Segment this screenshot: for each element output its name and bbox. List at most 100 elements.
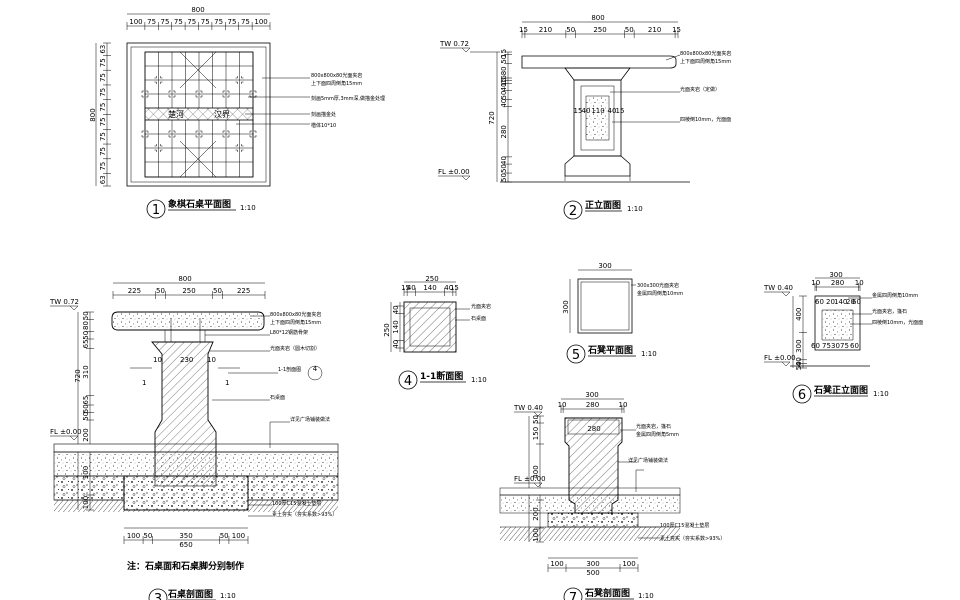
drawing-title: 象棋石桌平面图 [168,198,231,210]
dim-label: 80 [82,321,90,330]
dim-label: 75 [99,88,107,97]
dim-label: 75 [241,18,250,26]
dim-label: 75 [201,18,210,26]
position-mark [249,90,257,98]
note-edge-chamfer: 四棱倒10mm，光面面 [680,116,731,123]
note-chamfer: 上下面四周倒角15mm [680,58,731,65]
dim-label: 300 [586,560,599,568]
dim-label: 200 [82,428,90,441]
drawing-number: 2 [569,204,577,219]
dim-left-total: 300 [562,300,570,313]
dim-label: 400 [795,308,803,321]
dim-label: 50 [625,26,634,34]
dim-label: 75 [99,117,107,126]
dim-height-total: 720 [488,111,496,124]
note-stone: 光面夹岩，篷石 [636,423,671,430]
dim-bottom-total: 500 [586,569,599,577]
dim-label: 15 [401,284,410,292]
inner-bottom-dims: 60 [811,342,820,350]
svg-text:20: 20 [826,298,835,306]
dim-label: 50 [82,412,90,421]
position-mark [154,144,163,152]
inner-dim-label: 40 [608,107,617,115]
dim-label: 15 [519,26,528,34]
position-mark [141,90,149,98]
dim-label: 50 [566,26,575,34]
dim-label: 100 [129,18,142,26]
drawing-number: 4 [404,374,412,389]
note-soil: 素土夯实（夯实系数>93%） [272,511,337,518]
position-mark [141,130,149,138]
dim-left-total: 800 [89,108,97,121]
dim-label: 225 [128,287,141,295]
dim-top-total: 800 [191,6,204,14]
inner-dim-label: 15 [574,107,583,115]
dim-label: 100 [622,560,635,568]
note-steel: L80*12钢筋骨架 [270,329,308,336]
dim-label: 210 [648,26,661,34]
inner-dim-label: 15 [616,107,625,115]
note-edge: 四棱倒10mm，光面面 [872,319,923,326]
column-base [564,155,631,177]
dim-label: 200 [532,507,540,520]
note-chamfer: 金属四周倒角10mm [637,290,683,297]
level-floor: FL ±0.00 [438,168,470,176]
column-cap [564,67,631,81]
section-ref-circle [307,365,323,381]
stool-top-outer [577,278,633,334]
river-text-right: 汉界 [214,110,230,119]
drawing-scale: 1:10 [641,350,657,358]
dim-label: 40 [392,340,400,349]
dim-label: 50 [500,164,508,173]
dim-label: 75 [161,18,170,26]
note-gold: 刻画描金处 [311,111,336,118]
dim-label: 50 [213,287,222,295]
svg-text:60: 60 [850,342,859,350]
dim-label: 310 [82,365,90,378]
dim-label: 15 [500,75,508,84]
dim-label: 75 [99,132,107,141]
dim-top-total: 300 [829,271,842,279]
dim-label: 250 [593,26,606,34]
drawing-number-circle [146,199,166,219]
note-paving: 详见广场铺装做法 [628,457,668,464]
dim-label: 280 [831,279,844,287]
dim-label: 63 [99,175,107,184]
dim-label: 65 [82,396,90,405]
dim-label: 50 [82,331,90,340]
dim-label: 15 [450,284,459,292]
dim-label: 280 [586,401,599,409]
dim-top-total: 800 [591,14,604,22]
drawing-title: 正立面图 [585,199,621,211]
drawing-number-circle [148,588,168,600]
footnote: 注：石桌面和石桌脚分别制作 [127,560,244,572]
svg-text:140: 140 [834,298,847,306]
svg-text:60: 60 [852,298,861,306]
level-top: TW 0.72 [49,298,79,306]
drawing-number-circle [566,344,586,364]
inner-dim: 280 [587,425,600,433]
inner-dim-right: 10 [207,356,216,364]
dim-label: 50 [82,311,90,320]
dim-label: 75 [99,147,107,156]
dim-label: 50 [82,404,90,413]
dim-label: 50 [143,532,152,540]
inlay-panel [585,95,610,141]
level-top: TW 0.40 [513,404,543,412]
position-mark [195,90,203,98]
dim-label: 65 [82,339,90,348]
stool-body [814,295,861,351]
note-chamfer: 上下面四周倒角15mm [270,319,321,326]
level-floor: FL ±0.00 [764,354,796,362]
dim-label: 250 [182,287,195,295]
inner-dim-left: 10 [153,356,162,364]
